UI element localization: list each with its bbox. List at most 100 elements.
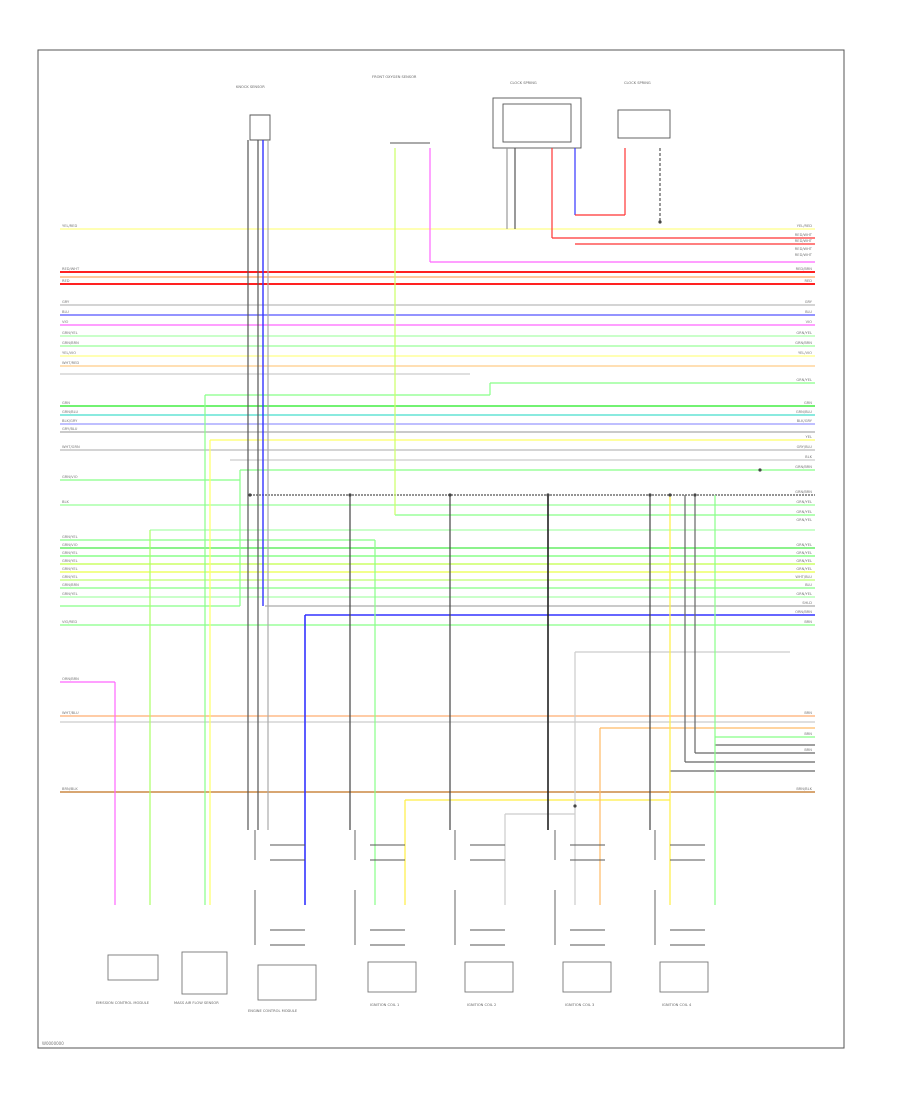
left-wire-label-11: GRN/BLU [62, 410, 78, 414]
left-wire-label-16: BLK [62, 500, 69, 504]
ignition-coil-2-box [464, 961, 514, 993]
left-wire-label-18: GRN/VIO [62, 543, 78, 547]
right-wire-label-11: GRN/BRN [795, 341, 812, 345]
right-wire-label-30: BLU [805, 583, 812, 587]
left-wire-label-5: VIO [62, 320, 69, 324]
left-wire-label-24: GRN/YEL [62, 592, 78, 596]
left-wire-label-6: GRN/YEL [62, 331, 78, 335]
right-wire-label-17: YEL [806, 435, 812, 439]
left-wire-labels: YEL/RED RED/WHT RED GRY BLU VIO GRN/YEL GRN/BRN… [62, 224, 80, 791]
bottom-label-4: IGNITION COIL 2 [467, 1003, 496, 1007]
bottom-components [107, 951, 709, 1001]
right-wire-label-35: BRN [804, 711, 812, 715]
right-wire-label-34: BRN [804, 620, 812, 624]
left-wire-label-3: GRY [62, 300, 70, 304]
right-wire-label-27: GRN/YEL [796, 559, 812, 563]
top-components [249, 97, 671, 149]
left-wire-label-1: RED/WHT [62, 267, 80, 271]
right-wire-label-37: BRN [804, 748, 812, 752]
ignition-coil-4-box [659, 961, 709, 993]
bottom-label-1: MASS AIR FLOW SENSOR [174, 1001, 219, 1005]
bottom-label-0: EMISSION CONTROL MODULE [96, 1001, 150, 1005]
right-wire-label-29: WHT/BLU [795, 575, 812, 579]
footer-code: W0000000 [42, 1041, 64, 1046]
right-wire-label-2: RED/WHT [795, 239, 813, 243]
right-wire-label-36: BRN [804, 732, 812, 736]
right-wire-label-7: GRY [805, 300, 813, 304]
right-wire-label-21: GRN/BRN [795, 490, 812, 494]
right-wire-label-5: RED/BRN [796, 267, 813, 271]
horizontal-wires [60, 228, 815, 815]
left-wire-label-7: GRN/BRN [62, 341, 79, 345]
vertical-wires [114, 140, 716, 905]
left-wire-label-21: GRN/YEL [62, 567, 78, 571]
clock-spring-1-inner [502, 103, 572, 143]
right-wire-label-14: GRN [804, 401, 812, 405]
right-wire-label-12: YEL/VIO [798, 351, 812, 355]
left-wire-label-8: YEL/VIO [62, 351, 76, 355]
right-wire-label-1: RED/WHT [795, 233, 813, 237]
right-wire-label-24: GRN/YEL [796, 518, 812, 522]
bottom-labels: EMISSION CONTROL MODULE MASS AIR FLOW SE… [96, 1001, 692, 1013]
right-wire-label-4: RED/WHT [795, 253, 813, 257]
right-wire-label-10: GRN/YEL [796, 331, 812, 335]
splices [248, 220, 762, 808]
left-wire-label-15: GRN/VIO [62, 475, 78, 479]
left-wire-label-0: YEL/RED [62, 224, 77, 228]
ignition-coil-1-box [367, 961, 417, 993]
right-wire-label-19: BLK [805, 455, 812, 459]
right-wire-label-9: VIO [806, 320, 813, 324]
left-wire-label-28: BRN/BLK [62, 787, 78, 791]
clock-spring-2 [617, 109, 671, 139]
left-wire-label-20: GRN/YEL [62, 559, 78, 563]
left-wire-label-9: WHT/RED [62, 361, 79, 365]
left-wire-label-4: BLU [62, 310, 69, 314]
mass-air-flow-sensor-box [181, 951, 228, 995]
right-wire-label-28: GRN/YEL [796, 567, 812, 571]
right-wire-label-0: YEL/RED [797, 224, 812, 228]
left-wire-label-22: GRN/YEL [62, 575, 78, 579]
right-wire-label-6: RED [804, 279, 812, 283]
left-wire-label-19: GRN/YEL [62, 551, 78, 555]
right-wire-label-26: GRN/YEL [796, 551, 812, 555]
left-wire-label-23: GRN/BRN [62, 583, 79, 587]
emission-control-module-box [107, 954, 159, 981]
right-wire-label-23: GRN/YEL [796, 510, 812, 514]
bottom-label-3: IGNITION COIL 1 [370, 1003, 399, 1007]
left-wire-label-13: GRY/BLU [62, 427, 78, 431]
top-labels: KNOCK SENSOR FRONT OXYGEN SENSOR CLOCK S… [236, 75, 651, 89]
right-wire-label-15: GRN/BLU [796, 410, 812, 414]
right-wire-labels: YEL/RED RED/WHT RED/WHT RED/WHT RED/WHT RED/B… [795, 224, 813, 791]
right-wire-label-31: GRN/YEL [796, 592, 812, 596]
right-wire-label-22: GRN/YEL [796, 500, 812, 504]
bottom-label-5: IGNITION COIL 3 [565, 1003, 594, 1007]
left-wire-label-12: BLK/GRY [62, 419, 78, 423]
right-wire-label-13: GRN/YEL [796, 378, 812, 382]
right-wire-label-20: GRN/BRN [795, 465, 812, 469]
left-wire-label-17: GRN/YEL [62, 535, 78, 539]
left-wire-label-27: WHT/BLU [62, 711, 79, 715]
diagram-frame [37, 49, 845, 1049]
bottom-label-2: ENGINE CONTROL MODULE [248, 1009, 298, 1013]
top-label-1: FRONT OXYGEN SENSOR [372, 75, 417, 79]
right-wire-label-33: ORN/BRN [795, 610, 812, 614]
right-wire-label-8: BLU [805, 310, 812, 314]
right-wire-label-18: GRY/BLU [797, 445, 813, 449]
top-label-0: KNOCK SENSOR [236, 85, 265, 89]
left-wire-label-10: GRN [62, 401, 70, 405]
right-wire-label-32: SHLD [802, 601, 812, 605]
ignition-coil-3-box [562, 961, 612, 993]
left-wire-label-2: RED [62, 279, 70, 283]
top-label-2: CLOCK SPRING [510, 81, 537, 85]
clock-spring-1 [492, 97, 582, 149]
left-wire-label-14: WHT/GRN [62, 445, 80, 449]
knock-sensor-connector [249, 114, 271, 141]
coil-connectors [254, 830, 705, 946]
right-wire-label-16: BLK/GRY [797, 419, 813, 423]
right-wire-label-25: GRN/YEL [796, 543, 812, 547]
engine-control-module-box [257, 964, 317, 1001]
bottom-label-6: IGNITION COIL 4 [662, 1003, 692, 1007]
left-wire-label-26: ORN/BRN [62, 677, 79, 681]
right-wire-label-3: RED/WHT [795, 247, 813, 251]
